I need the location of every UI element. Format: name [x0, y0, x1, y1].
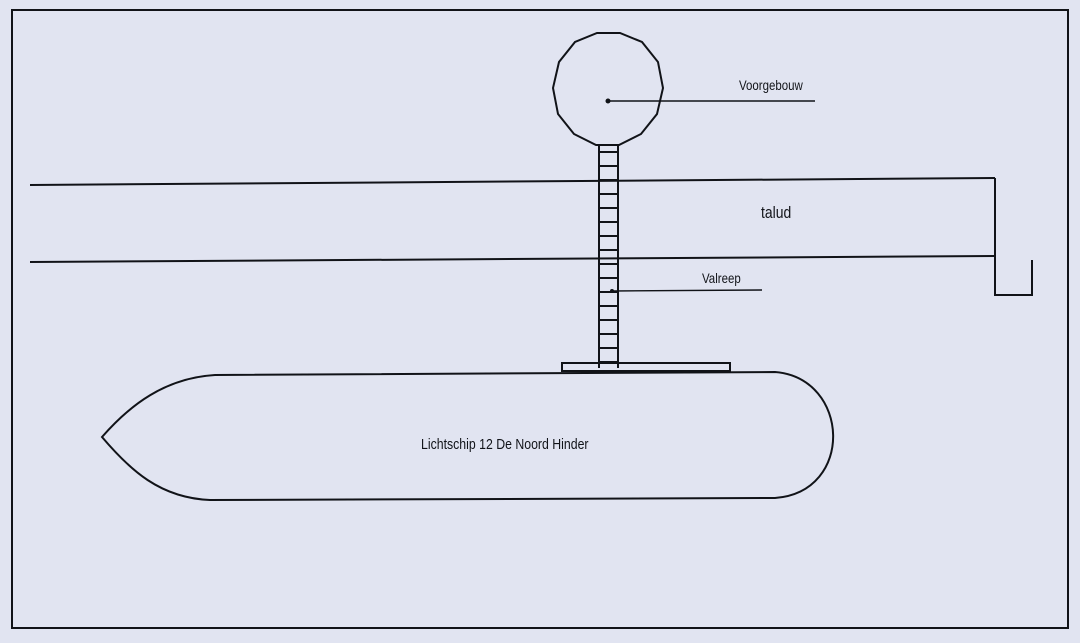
ship-hull: [100, 370, 835, 502]
voorgebouw-platform: [551, 32, 665, 146]
label-ship-name: Lichtschip 12 De Noord Hinder: [421, 436, 589, 453]
valreep-ladder: [598, 145, 619, 368]
label-valreep: Valreep: [702, 270, 741, 286]
label-voorgebouw: Voorgebouw: [739, 77, 803, 93]
frame-border: [11, 9, 1069, 629]
valreep-leader: [611, 289, 763, 292]
talud-band: [29, 177, 1033, 296]
ladder-base-plate: [561, 362, 731, 372]
label-talud: talud: [761, 203, 792, 222]
